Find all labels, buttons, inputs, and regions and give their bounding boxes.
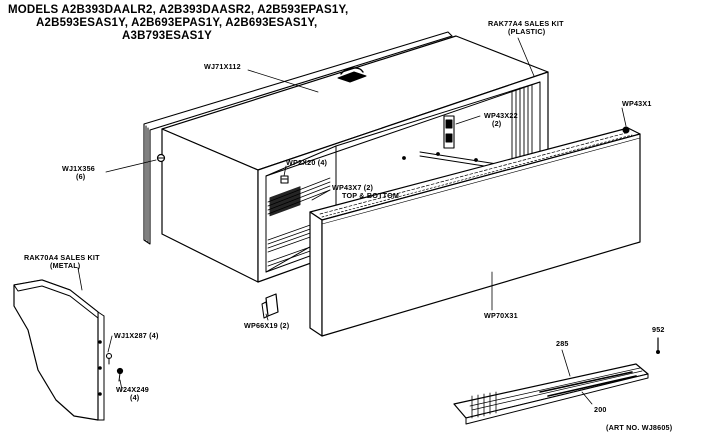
callout-rak70a4: RAK70A4 SALES KIT (METAL) [24,254,100,270]
models-line-2: A2B593ESAS1Y, A2B693EPAS1Y, A2B693ESAS1Y… [36,17,318,29]
callout-wp43x7-line2: TOP & BOTTOM [342,191,400,200]
callout-wj1x356: WJ1X356 (6) [62,165,95,181]
callout-wp43x22-line2: (2) [492,119,502,128]
callout-952: 952 [652,325,665,334]
callout-w24x249-line2: (4) [130,393,140,402]
callout-wj1x287: WJ1X287 (4) [114,331,159,340]
callout-285: 285 [556,339,569,348]
callout-wp43x22-line1: WP43X22 [484,111,518,120]
callout-rak70a4-line2: (METAL) [50,261,81,270]
rail-kit [453,363,649,425]
callout-wp43x22: WP43X22 (2) [484,112,518,128]
clip-wp2x20 [280,175,289,184]
callout-200: 200 [594,405,607,414]
models-line-3: A3B793ESAS1Y [122,30,212,42]
callout-rak77a4-line2: (PLASTIC) [508,27,546,36]
metal-kit-bracket [13,279,124,421]
back-plate [143,31,453,245]
callout-wj1x356-line1: WJ1X356 [62,164,95,173]
callout-w24x249: W24X249 (4) [116,386,149,402]
callout-wj1x356-line2: (6) [76,172,86,181]
callout-wp66x19: WP66X19 (2) [244,321,290,330]
bracket-wp66x19 [261,293,279,319]
callout-wp43x7-line1: WP43X7 (2) [332,183,374,192]
screw-952 [656,337,660,354]
callout-rak77a4-line1: RAK77A4 SALES KIT [488,19,564,28]
art-number: (ART NO. WJ8605) [606,423,673,432]
callout-wj71x112: WJ71X112 [204,62,241,71]
screw-wj1x356 [156,153,166,163]
callout-rak70a4-line1: RAK70A4 SALES KIT [24,253,100,262]
callout-wp43x7: WP43X7 (2) TOP & BOTTOM [332,184,399,200]
callout-wp43x1: WP43X1 [622,99,652,108]
leader-lines [77,37,627,405]
front-cabinet [309,126,641,337]
models-line-1: MODELS A2B393DAALR2, A2B393DAASR2, A2B59… [8,4,349,16]
callout-rak77a4: RAK77A4 SALES KIT (PLASTIC) [488,20,564,36]
callout-wp70x31: WP70X31 [484,311,518,320]
callout-w24x249-line1: W24X249 [116,385,149,394]
callout-wp2x20: WP2X20 (4) [286,158,328,167]
